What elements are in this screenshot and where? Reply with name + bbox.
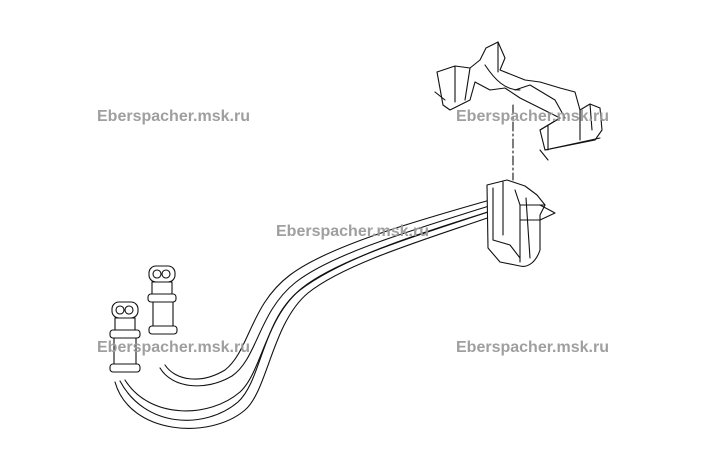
mounting-bracket: [434, 41, 603, 161]
grommet-holder: [486, 179, 556, 267]
harness-wires: [114, 199, 497, 429]
watermark: Eberspacher.msk.ru: [456, 108, 609, 125]
watermark: Eberspacher.msk.ru: [97, 108, 250, 125]
watermark: Eberspacher.msk.ru: [456, 339, 609, 356]
watermark: Eberspacher.msk.ru: [97, 339, 250, 356]
connector-lower: [109, 301, 141, 373]
watermark: Eberspacher.msk.ru: [276, 223, 429, 240]
connector-upper: [147, 265, 178, 335]
